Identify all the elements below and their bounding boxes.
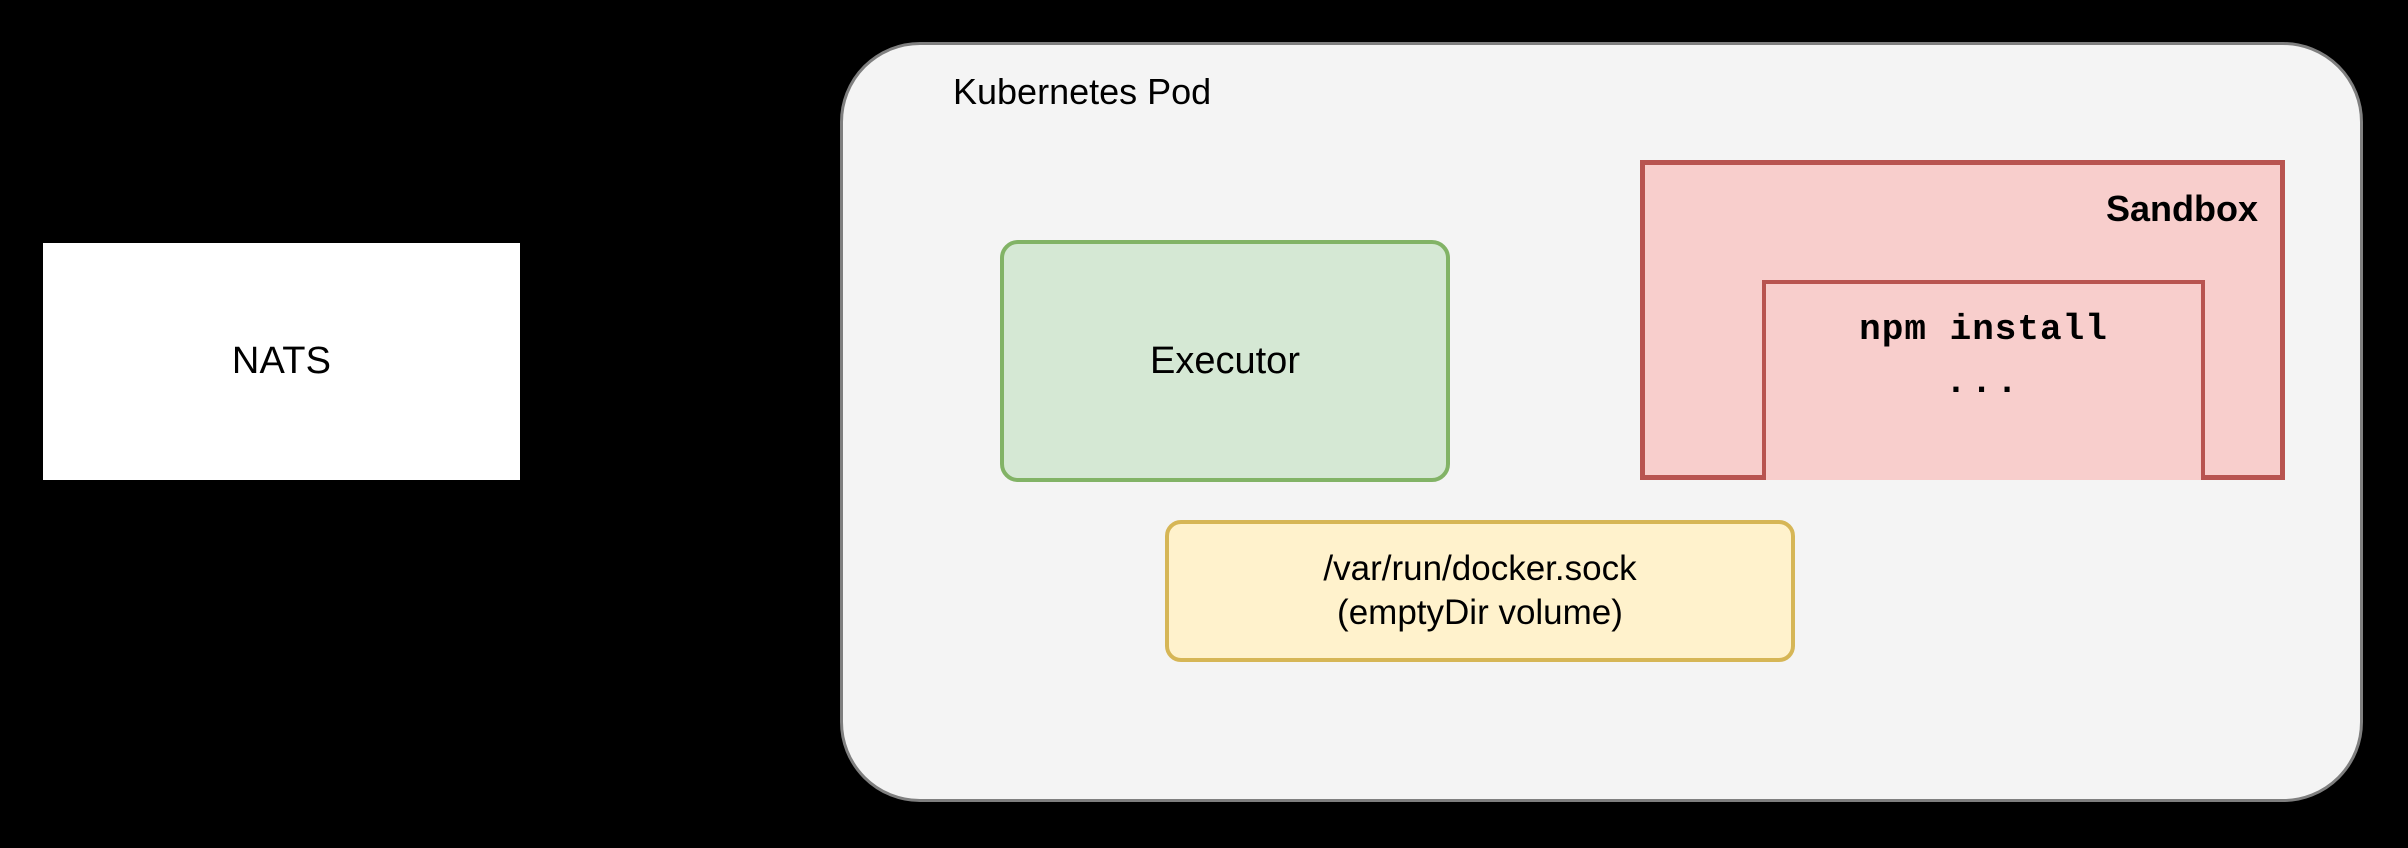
node-command[interactable]: npm install ...	[1762, 280, 2205, 480]
node-nats[interactable]: NATS	[43, 243, 520, 480]
node-kubernetes-pod-label: Kubernetes Pod	[953, 71, 1212, 112]
node-docker-sock-subtitle: (emptyDir volume)	[1337, 593, 1623, 632]
node-command-line-1: npm install	[1859, 309, 2108, 350]
node-nats-label: NATS	[231, 339, 332, 382]
node-executor[interactable]: Executor	[1000, 240, 1450, 482]
node-command-line-2: ...	[1945, 361, 2022, 403]
node-docker-sock-volume[interactable]: /var/run/docker.sock (emptyDir volume)	[1165, 520, 1795, 662]
node-docker-sock-path: /var/run/docker.sock	[1323, 549, 1637, 589]
node-sandbox-label: Sandbox	[2105, 188, 2258, 229]
node-executor-label: Executor	[1150, 339, 1300, 382]
